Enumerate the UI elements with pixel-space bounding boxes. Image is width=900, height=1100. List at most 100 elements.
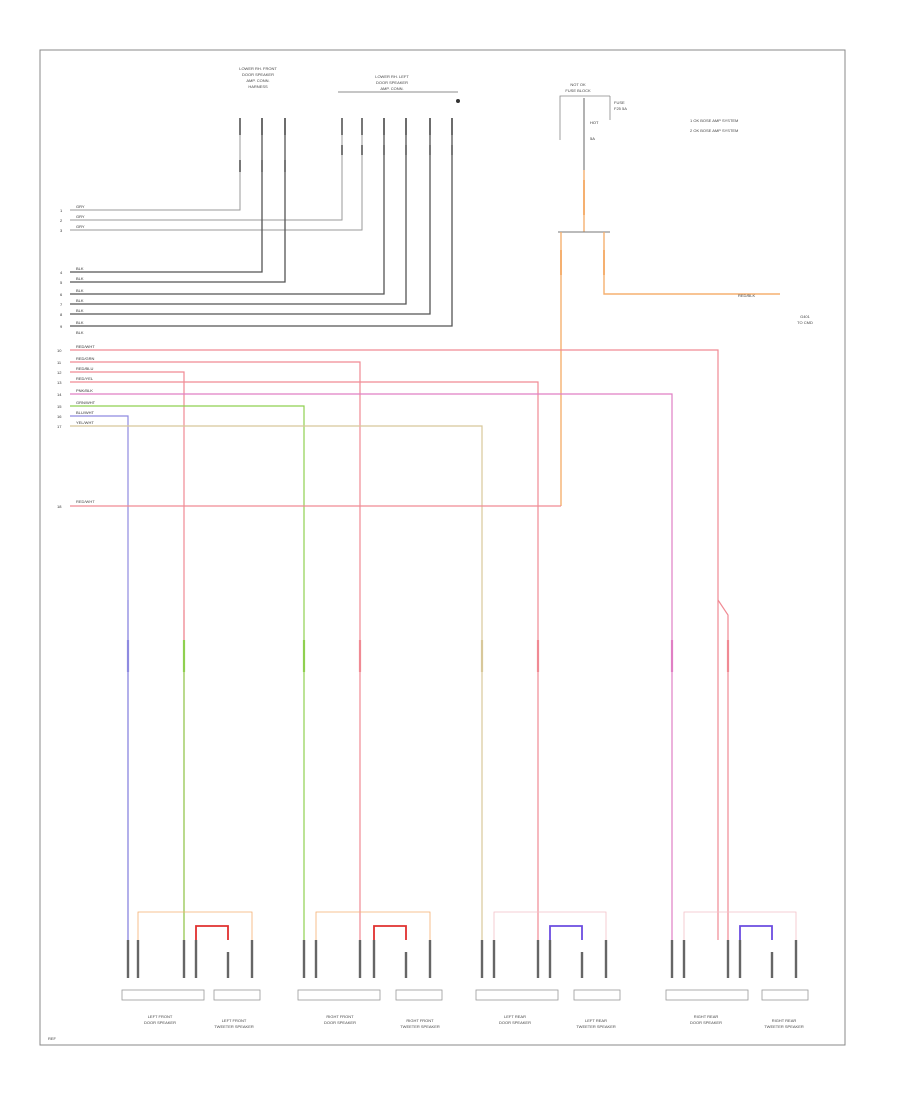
- svg-text:TWEETER SPEAKER: TWEETER SPEAKER: [764, 1024, 804, 1029]
- svg-text:GRY: GRY: [76, 214, 85, 219]
- row-numbers: 1 2 3 4 5 6 7 8 9 10 11 12 13 14 15 16 1…: [57, 208, 63, 509]
- ground-reference-label: G401 TO CMD: [797, 314, 813, 325]
- svg-text:15: 15: [57, 404, 62, 409]
- svg-text:DOOR SPEAKER: DOOR SPEAKER: [690, 1020, 722, 1025]
- upper-connector-a-label: LOWER RH. FRONT DOOR SPEAKER AMP. CONN. …: [239, 66, 277, 89]
- svg-text:AMP. CONN.: AMP. CONN.: [380, 86, 403, 91]
- svg-text:FUSE: FUSE: [614, 100, 625, 105]
- svg-text:RED/YEL: RED/YEL: [76, 376, 94, 381]
- svg-text:AMP. CONN.: AMP. CONN.: [246, 78, 269, 83]
- svg-text:1: 1: [60, 208, 63, 213]
- component-label-lr-tweeter: LEFT REAR TWEETER SPEAKER: [576, 1018, 616, 1029]
- red-feed-label: RED/WHT: [76, 499, 95, 504]
- svg-text:G401: G401: [800, 314, 811, 319]
- upper-connector-pins: [239, 118, 453, 135]
- svg-text:2: 2: [60, 218, 63, 223]
- svg-text:11: 11: [57, 360, 62, 365]
- component-label-rr-tweeter: RIGHT REAR TWEETER SPEAKER: [764, 1018, 804, 1029]
- svg-text:LEFT FRONT: LEFT FRONT: [148, 1014, 173, 1019]
- svg-text:5: 5: [60, 280, 63, 285]
- svg-text:LOWER RH. LEFT: LOWER RH. LEFT: [375, 74, 409, 79]
- svg-text:TO CMD: TO CMD: [797, 320, 813, 325]
- svg-text:BLK: BLK: [76, 320, 84, 325]
- svg-text:RIGHT REAR: RIGHT REAR: [694, 1014, 719, 1019]
- wire-labels-black: BLK BLK BLK BLK BLK BLK BLK: [76, 266, 84, 335]
- svg-text:LOWER RH. FRONT: LOWER RH. FRONT: [239, 66, 277, 71]
- connector-b-ground-dot: [456, 99, 460, 103]
- svg-text:RIGHT FRONT: RIGHT FRONT: [406, 1018, 434, 1023]
- svg-text:LEFT REAR: LEFT REAR: [504, 1014, 526, 1019]
- svg-text:DOOR SPEAKER: DOOR SPEAKER: [376, 80, 408, 85]
- wire-insulation-marks: [239, 145, 605, 275]
- svg-text:1 OK BOSE AMP SYSTEM: 1 OK BOSE AMP SYSTEM: [690, 118, 738, 123]
- svg-text:GRY: GRY: [76, 204, 85, 209]
- svg-text:RED/WHT: RED/WHT: [76, 344, 95, 349]
- svg-text:13: 13: [57, 380, 62, 385]
- svg-text:16: 16: [57, 414, 62, 419]
- svg-text:GRN/WHT: GRN/WHT: [76, 400, 96, 405]
- svg-text:RED/GRN: RED/GRN: [76, 356, 95, 361]
- svg-text:2 OK BOSE AMP SYSTEM: 2 OK BOSE AMP SYSTEM: [690, 128, 738, 133]
- svg-text:BLK: BLK: [76, 266, 84, 271]
- svg-text:BLK: BLK: [76, 288, 84, 293]
- svg-text:8: 8: [60, 312, 63, 317]
- svg-text:9: 9: [60, 324, 63, 329]
- svg-text:PNK/BLK: PNK/BLK: [76, 388, 93, 393]
- svg-text:RIGHT FRONT: RIGHT FRONT: [326, 1014, 354, 1019]
- svg-text:RIGHT REAR: RIGHT REAR: [772, 1018, 797, 1023]
- svg-text:LEFT REAR: LEFT REAR: [585, 1018, 607, 1023]
- svg-text:18: 18: [57, 504, 62, 509]
- component-label-rr-door: RIGHT REAR DOOR SPEAKER: [690, 1014, 722, 1025]
- svg-text:DOOR SPEAKER: DOOR SPEAKER: [144, 1020, 176, 1025]
- diagram-border: [39, 49, 846, 1046]
- component-label-rf-tweeter: RIGHT FRONT TWEETER SPEAKER: [400, 1018, 440, 1029]
- svg-text:BLK: BLK: [76, 330, 84, 335]
- fuse-out-label: RED/BLK: [738, 293, 755, 298]
- component-label-lf-door: LEFT FRONT DOOR SPEAKER: [144, 1014, 176, 1025]
- svg-text:BLK: BLK: [76, 276, 84, 281]
- gray-wires: [70, 118, 363, 231]
- speaker-group-right-rear: [665, 911, 809, 1001]
- upper-connector-b-label: LOWER RH. LEFT DOOR SPEAKER AMP. CONN.: [375, 74, 409, 91]
- svg-text:HARNESS: HARNESS: [248, 84, 268, 89]
- legend: 1 OK BOSE AMP SYSTEM 2 OK BOSE AMP SYSTE…: [690, 118, 738, 133]
- svg-text:3: 3: [60, 228, 63, 233]
- svg-text:TWEETER SPEAKER: TWEETER SPEAKER: [400, 1024, 440, 1029]
- component-label-lf-tweeter: LEFT FRONT TWEETER SPEAKER: [214, 1018, 254, 1029]
- svg-text:17: 17: [57, 424, 62, 429]
- svg-text:HOT: HOT: [590, 120, 599, 125]
- speaker-group-left-front: [121, 911, 261, 1001]
- svg-text:TWEETER SPEAKER: TWEETER SPEAKER: [576, 1024, 616, 1029]
- svg-text:BLK: BLK: [76, 308, 84, 313]
- speaker-group-right-front: [297, 911, 443, 1001]
- svg-text:YEL/WHT: YEL/WHT: [76, 420, 94, 425]
- svg-text:TWEETER SPEAKER: TWEETER SPEAKER: [214, 1024, 254, 1029]
- svg-text:F25 5A: F25 5A: [614, 106, 627, 111]
- svg-text:4: 4: [60, 270, 63, 275]
- svg-text:6: 6: [60, 292, 63, 297]
- component-label-lr-door: LEFT REAR DOOR SPEAKER: [499, 1014, 531, 1025]
- fuse-block-outline: [559, 95, 610, 140]
- wire-labels-gray: GRY GRY GRY: [76, 204, 85, 229]
- fuse-detail-label: FUSE F25 5A: [614, 100, 627, 111]
- svg-text:14: 14: [57, 392, 62, 397]
- wire-labels-color: RED/WHT RED/GRN RED/BLU RED/YEL PNK/BLK …: [76, 344, 96, 425]
- svg-text:RED/BLU: RED/BLU: [76, 366, 93, 371]
- svg-text:7: 7: [60, 302, 63, 307]
- colored-speaker-wires: [70, 349, 719, 940]
- svg-text:LEFT FRONT: LEFT FRONT: [222, 1018, 247, 1023]
- svg-text:DOOR SPEAKER: DOOR SPEAKER: [499, 1020, 531, 1025]
- svg-text:BLU/WHT: BLU/WHT: [76, 410, 95, 415]
- lower-wire-connector-marks: [126, 640, 730, 672]
- lower-wire-splits: [127, 599, 729, 940]
- black-wires: [70, 118, 453, 327]
- svg-text:FUSE BLOCK: FUSE BLOCK: [565, 88, 591, 93]
- orange-feed-to-ground-ref: [603, 232, 780, 295]
- svg-text:12: 12: [57, 370, 62, 375]
- svg-text:BLK: BLK: [76, 298, 84, 303]
- svg-text:GRY: GRY: [76, 224, 85, 229]
- component-label-rf-door: RIGHT FRONT DOOR SPEAKER: [324, 1014, 356, 1025]
- svg-text:NOT OK: NOT OK: [570, 82, 586, 87]
- speaker-group-left-rear: [475, 911, 621, 1001]
